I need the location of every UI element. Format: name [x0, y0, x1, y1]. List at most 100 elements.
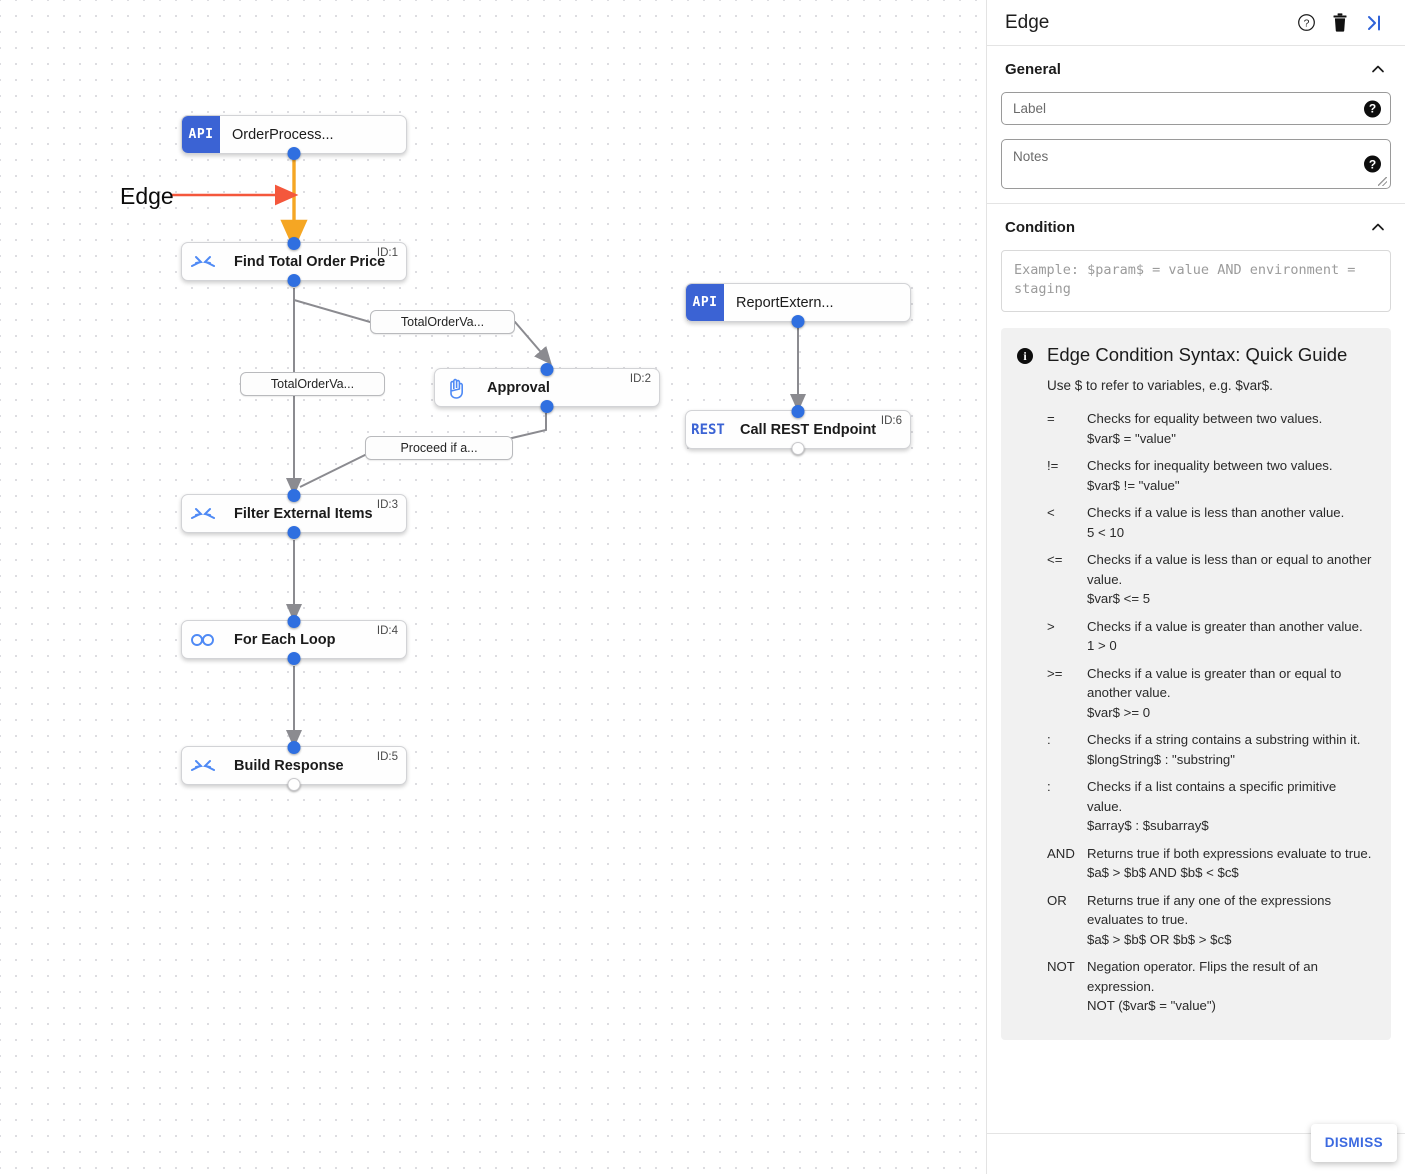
- node-id-tag: ID:6: [880, 415, 902, 427]
- node-input-port[interactable]: [287, 236, 301, 250]
- guide-row: OR Returns true if any one of the express…: [1047, 891, 1375, 950]
- label-field-placeholder: Label: [1013, 101, 1047, 116]
- guide-row: < Checks if a value is less than another …: [1047, 503, 1375, 542]
- node-find-total-order-price[interactable]: Find Total Order Price ID:1: [181, 236, 407, 287]
- node-output-port[interactable]: [287, 525, 301, 539]
- node-build-response[interactable]: Build Response ID:5: [181, 740, 407, 791]
- guide-operator: <=: [1047, 552, 1063, 567]
- flow-canvas[interactable]: Edge API OrderProcess... Find Total Orde…: [0, 0, 986, 1174]
- infinity-icon: [182, 633, 224, 647]
- node-input-port[interactable]: [287, 614, 301, 628]
- guide-example: $var$ != "value": [1087, 477, 1180, 493]
- rest-badge: REST: [691, 421, 725, 438]
- guide-description: Negation operator. Flips the result of a…: [1087, 957, 1375, 1016]
- node-call-rest-endpoint[interactable]: REST Call REST Endpoint ID:6: [685, 404, 911, 455]
- node-output-port[interactable]: [287, 273, 301, 287]
- hand-icon: [435, 377, 477, 399]
- node-output-port[interactable]: [287, 146, 301, 160]
- node-id-tag: ID:4: [376, 625, 398, 637]
- label-help-icon[interactable]: ?: [1364, 100, 1381, 117]
- guide-title: Edge Condition Syntax: Quick Guide: [1047, 344, 1348, 365]
- guide-example: NOT ($var$ = "value"): [1087, 998, 1216, 1013]
- guide-operator: <: [1047, 505, 1055, 520]
- guide-example: 5 < 10: [1087, 524, 1125, 540]
- guide-description: Returns true if any one of the expressio…: [1087, 891, 1375, 950]
- api-badge: API: [686, 284, 724, 321]
- node-output-port[interactable]: [287, 651, 301, 665]
- edge-label[interactable]: TotalOrderVa...: [370, 310, 515, 334]
- dismiss-card[interactable]: DISMISS: [1310, 1124, 1397, 1162]
- panel-body: General Label ? Notes ?: [987, 46, 1405, 1174]
- edge-label[interactable]: Proceed if a...: [365, 436, 513, 460]
- node-title: ReportExtern...: [736, 294, 834, 311]
- guide-example: $var$ = "value": [1087, 430, 1176, 446]
- node-input-port[interactable]: [287, 488, 301, 502]
- node-title: OrderProcess...: [232, 126, 334, 143]
- node-output-port[interactable]: [791, 314, 805, 328]
- node-orderprocess[interactable]: API OrderProcess...: [181, 115, 407, 160]
- node-title: Find Total Order Price: [234, 253, 386, 270]
- general-section: General Label ? Notes ?: [987, 46, 1405, 189]
- svg-text:?: ?: [1303, 18, 1309, 29]
- guide-row: <= Checks if a value is less than or equa…: [1047, 550, 1375, 609]
- guide-operator: >=: [1047, 665, 1063, 681]
- node-reportextern[interactable]: API ReportExtern...: [685, 283, 911, 328]
- label-field[interactable]: Label ?: [1001, 92, 1391, 125]
- guide-description: Checks if a value is less than or equal …: [1087, 550, 1375, 609]
- edge-properties-panel: Edge ? General Label: [986, 0, 1405, 1174]
- node-id-tag: ID:5: [376, 751, 398, 763]
- condition-input[interactable]: Example: $param$ = value AND environment…: [1001, 250, 1391, 312]
- notes-resize-handle[interactable]: [1378, 177, 1387, 186]
- notes-field-placeholder: Notes: [1013, 149, 1049, 164]
- collapse-panel-icon[interactable]: [1357, 8, 1391, 38]
- guide-row: !=Checks for inequality between two valu…: [1047, 456, 1375, 495]
- guide-operator: !=: [1047, 458, 1059, 473]
- chevron-up-icon[interactable]: [1369, 218, 1387, 236]
- node-output-port[interactable]: [287, 777, 301, 791]
- node-title: For Each Loop: [234, 631, 336, 648]
- edge-layer: [172, 155, 806, 748]
- node-for-each-loop[interactable]: For Each Loop ID:4: [181, 614, 407, 665]
- condition-section-header[interactable]: Condition: [1001, 204, 1391, 250]
- guide-row: >Checks if a value is greater than anoth…: [1047, 617, 1375, 656]
- node-input-port[interactable]: [540, 362, 554, 376]
- guide-rows: =Checks for equality between two values.…: [1047, 409, 1375, 1016]
- node-id-tag: ID:1: [376, 247, 398, 259]
- guide-example: $a$ > $b$ OR $b$ > $c$: [1087, 931, 1232, 947]
- guide-operator: =: [1047, 411, 1055, 426]
- node-output-port[interactable]: [791, 441, 805, 455]
- node-output-port[interactable]: [540, 399, 554, 413]
- guide-operator: >: [1047, 618, 1055, 634]
- node-title: Build Response: [234, 757, 344, 774]
- node-input-port[interactable]: [287, 740, 301, 754]
- node-filter-external-items[interactable]: Filter External Items ID:3: [181, 488, 407, 539]
- merge-arrows-icon: [182, 254, 224, 270]
- node-id-tag: ID:2: [629, 373, 651, 385]
- general-section-header[interactable]: General: [1001, 46, 1391, 92]
- panel-title: Edge: [1005, 11, 1050, 33]
- node-id-tag: ID:3: [376, 499, 398, 511]
- notes-field[interactable]: Notes ?: [1001, 139, 1391, 189]
- guide-operator: :: [1047, 732, 1051, 747]
- notes-help-icon[interactable]: ?: [1364, 155, 1381, 173]
- help-circle-icon[interactable]: ?: [1289, 8, 1323, 38]
- guide-description: Returns true if both expressions evaluat…: [1087, 844, 1375, 883]
- merge-arrows-icon: [182, 758, 224, 774]
- condition-heading: Condition: [1005, 218, 1075, 236]
- node-title: Approval: [487, 379, 550, 396]
- guide-description: Checks if a list contains a specific pri…: [1087, 777, 1375, 836]
- node-approval[interactable]: Approval ID:2: [434, 362, 660, 413]
- guide-row: :Checks if a string contains a substring…: [1047, 730, 1375, 769]
- trash-icon[interactable]: [1323, 8, 1357, 38]
- section-divider: [987, 203, 1405, 204]
- api-badge: API: [182, 116, 220, 153]
- merge-arrows-icon: [182, 506, 224, 522]
- guide-operator: OR: [1047, 892, 1067, 908]
- dismiss-button[interactable]: DISMISS: [1324, 1135, 1383, 1150]
- node-input-port[interactable]: [791, 404, 805, 418]
- guide-description: Checks if a value is less than another v…: [1087, 503, 1375, 542]
- chevron-up-icon[interactable]: [1369, 60, 1387, 78]
- guide-example: $a$ > $b$ AND $b$ < $c$: [1087, 865, 1239, 880]
- edge-label[interactable]: TotalOrderVa...: [240, 372, 385, 396]
